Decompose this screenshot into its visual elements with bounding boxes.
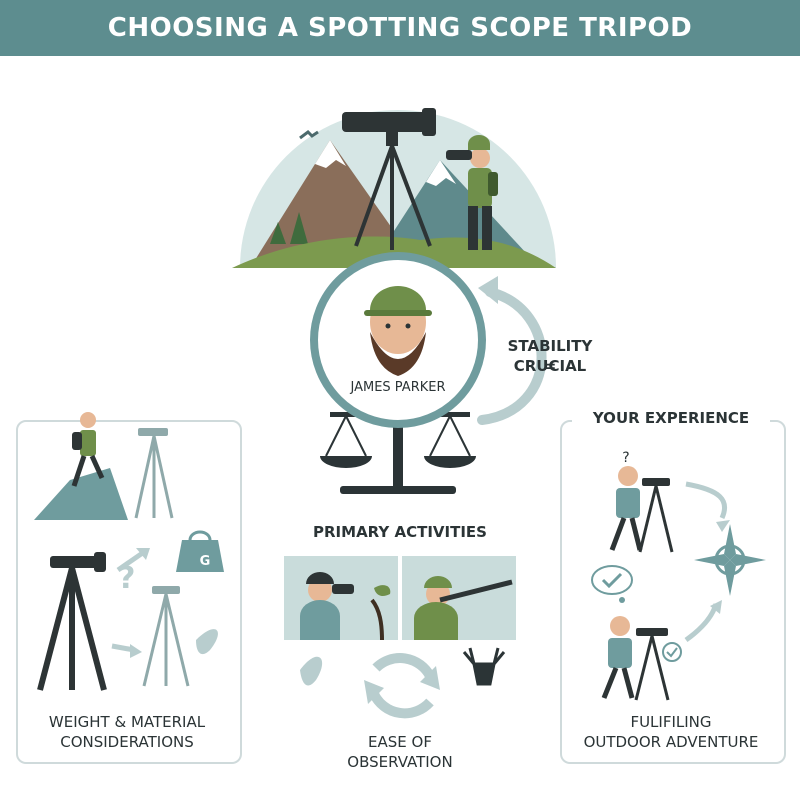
experience-caption-line2: OUTDOOR ADVENTURE: [583, 733, 759, 751]
page-title: CHOOSING A SPOTTING SCOPE TRIPOD: [107, 13, 693, 43]
ease-of-observation-line1: EASE OF: [368, 733, 432, 751]
weight-material-panel: [16, 420, 242, 764]
ease-of-observation-line2: OBSERVATION: [347, 753, 453, 771]
experience-caption-line1: FULIFILING: [630, 713, 712, 731]
your-experience-heading: YOUR EXPERIENCE: [572, 408, 770, 428]
weight-material-caption-line1: WEIGHT & MATERIAL: [48, 713, 206, 731]
stability-note-line2: CRUCIAL: [513, 357, 587, 375]
title-banner: CHOOSING A SPOTTING SCOPE TRIPOD: [0, 0, 800, 56]
primary-activities-heading: PRIMARY ACTIVITIES: [313, 523, 487, 541]
weight-badge-letter: G: [199, 554, 211, 569]
weight-material-caption-line2: CONSIDERATIONS: [60, 733, 194, 751]
avatar-name: JAMES PARKER: [350, 380, 446, 395]
stability-note-line1: STABILITY =: [507, 337, 593, 375]
thought-question-mark: ?: [622, 450, 630, 466]
